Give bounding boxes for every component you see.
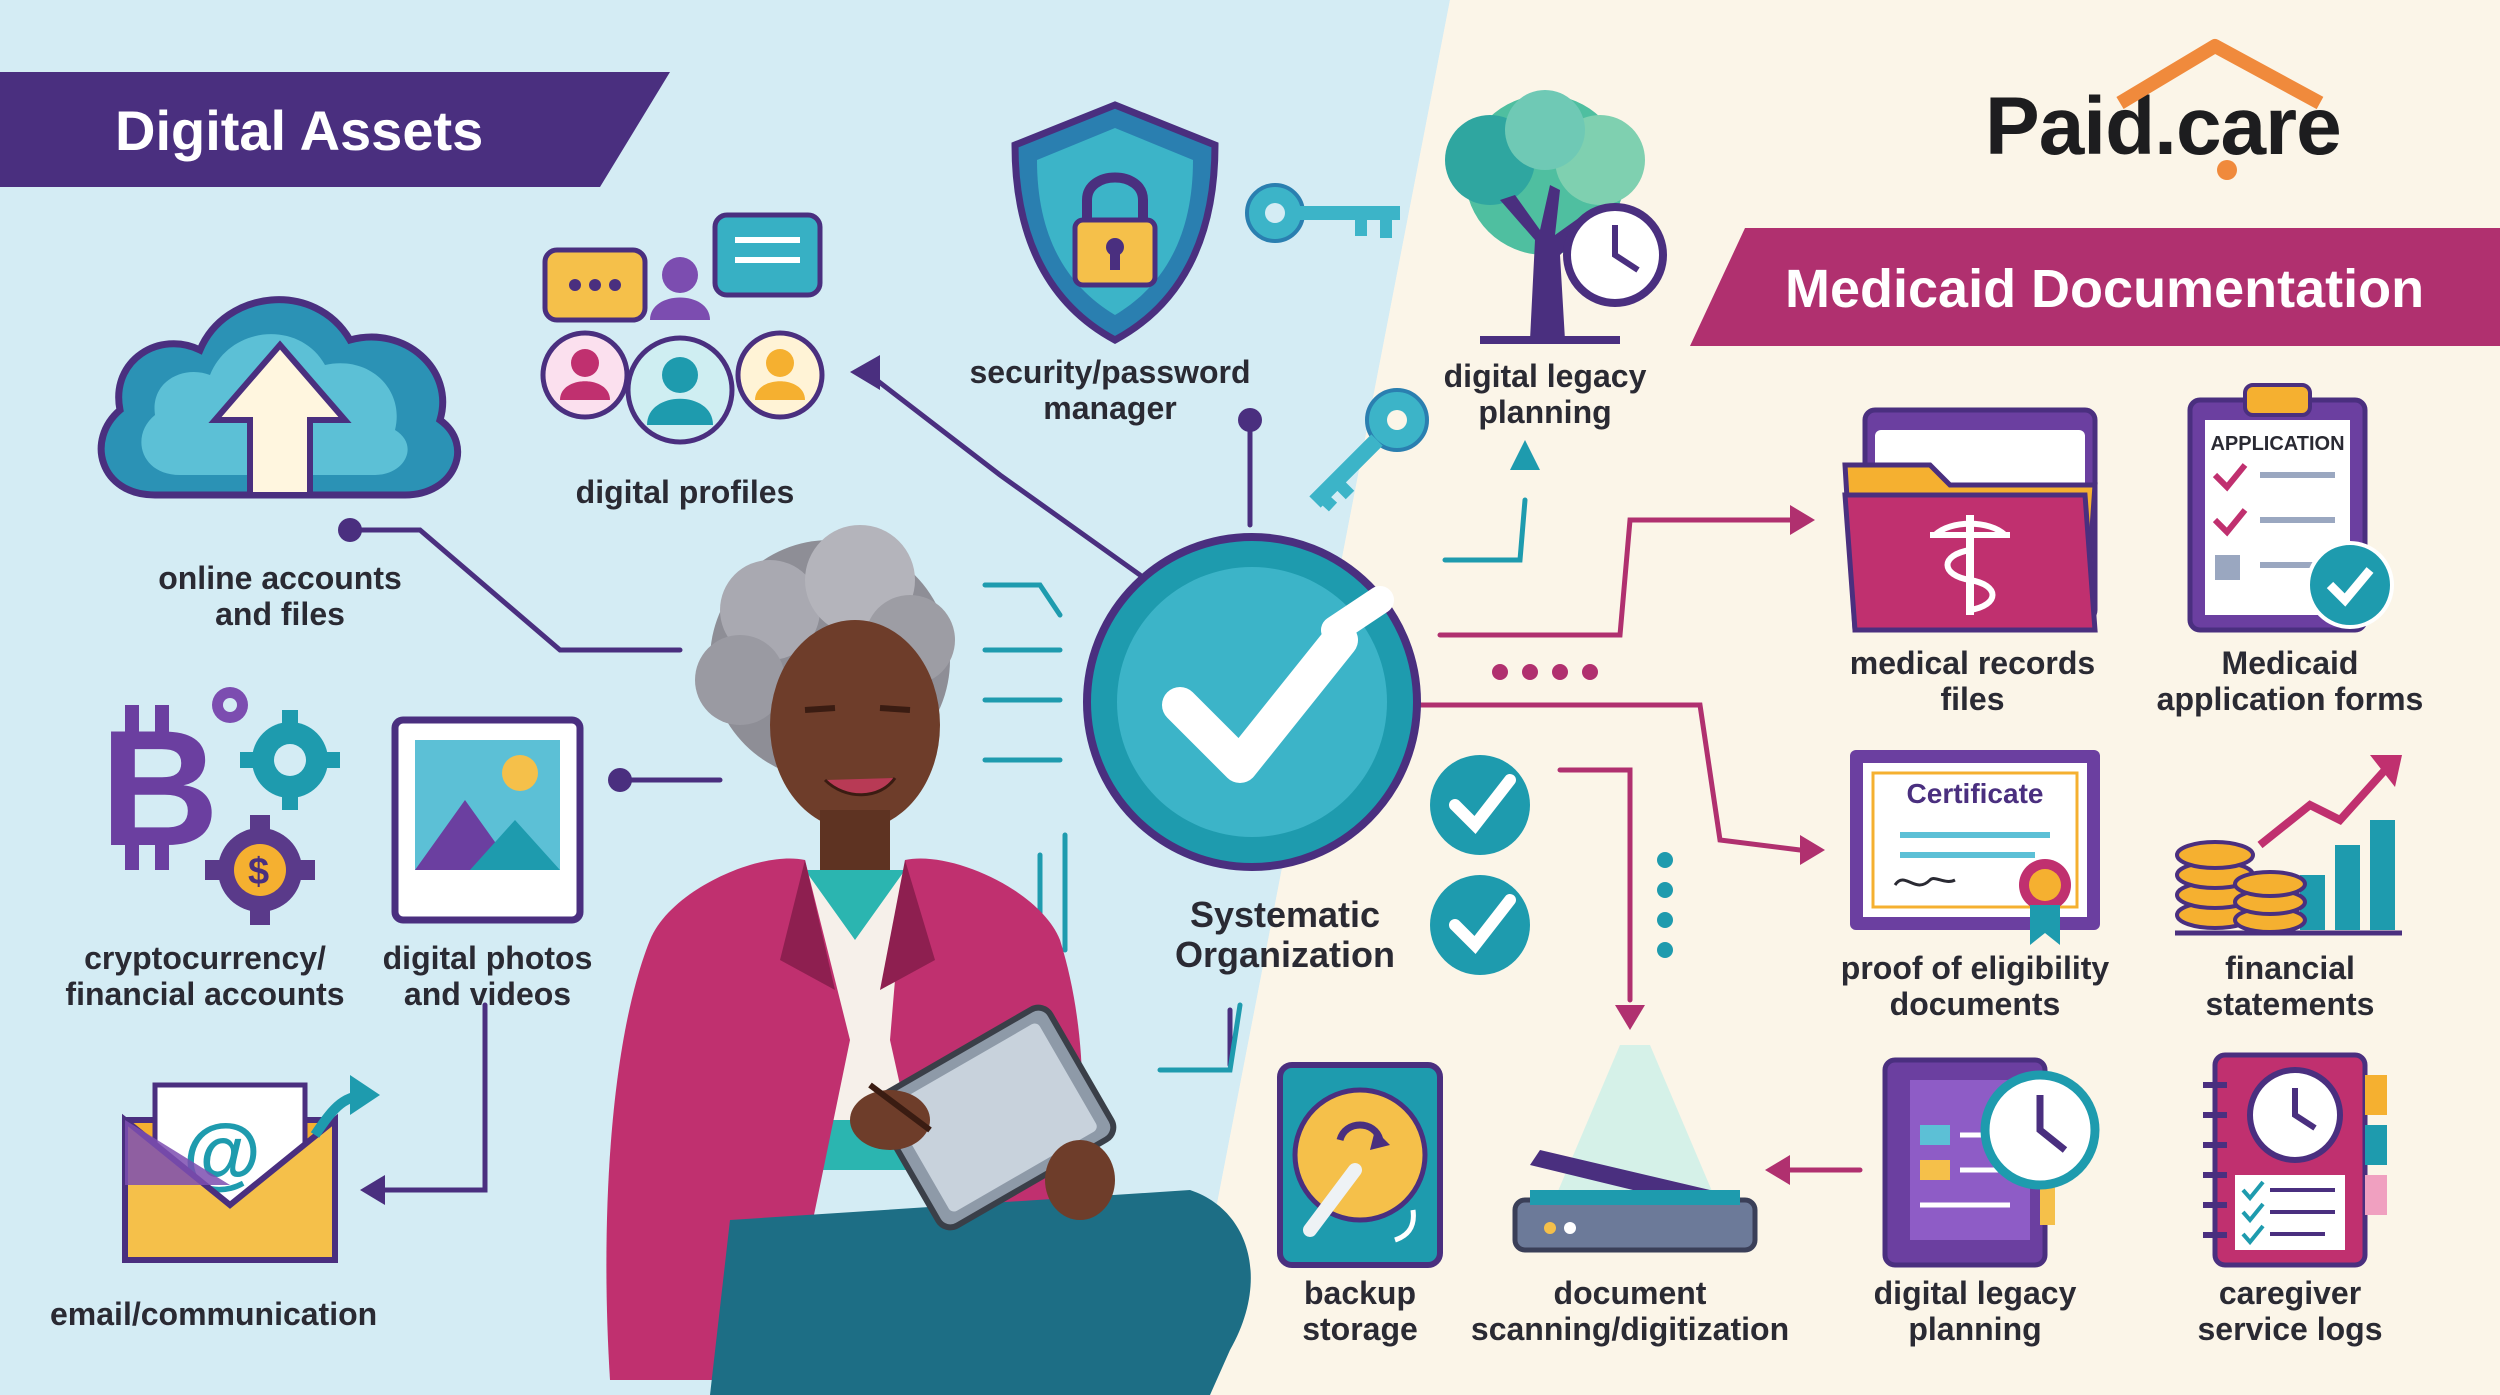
digital-assets-title: Digital Assets [115, 99, 484, 162]
tree-clock-icon [1445, 90, 1667, 344]
application-forms-line1: Medicaid [2221, 645, 2359, 681]
application-forms-line2: application forms [2156, 681, 2424, 717]
medical-records-label: medical records files [1840, 645, 2105, 717]
email-icon: @ [122, 1075, 380, 1263]
digital-legacy-top-line2: planning [1478, 394, 1612, 430]
photo-icon [391, 716, 584, 924]
medicaid-banner-shape [1690, 228, 2500, 346]
hard-drive-icon [1277, 1062, 1443, 1268]
svg-text:$: $ [248, 851, 269, 893]
online-accounts-line2: and files [215, 596, 345, 632]
digital-profiles-label: digital profiles [575, 474, 795, 510]
scanning-line2: scanning/digitization [1470, 1311, 1790, 1347]
crypto-label: cryptocurrency/ financial accounts [60, 940, 350, 1012]
backup-line1: backup [1303, 1275, 1417, 1311]
medical-folder-icon [1842, 407, 2098, 633]
brand-roof-icon [2116, 39, 2324, 110]
digital-legacy-top-line1: digital legacy [1443, 358, 1647, 394]
coins-chart-icon [2175, 755, 2402, 936]
systematic-organization-label: Systematic Organization [1160, 895, 1410, 975]
security-manager-label: security/password manager [960, 354, 1260, 426]
medical-records-line2: files [1940, 681, 2005, 717]
profiles-icon [540, 212, 825, 445]
caregiver-logs-label: caregiver service logs [2160, 1275, 2420, 1347]
online-accounts-label: online accounts and files [150, 560, 410, 632]
photos-line1: digital photos [382, 940, 593, 976]
medicaid-documentation-title: Medicaid Documentation [1785, 259, 2425, 319]
planner-clock-icon [2203, 1052, 2387, 1268]
small-check-icon-2 [1430, 875, 1530, 975]
online-accounts-line1: online accounts [158, 560, 402, 596]
eligibility-line2: documents [1889, 986, 2061, 1022]
digital-legacy-bottom-label: digital legacy planning [1840, 1275, 2110, 1347]
shield-lock-icon [1011, 101, 1219, 344]
central-check-icon [1083, 533, 1421, 871]
email-label: email/communication [50, 1296, 378, 1332]
cloud-upload-icon [97, 296, 461, 499]
backup-label: backup storage [1250, 1275, 1470, 1347]
financial-statements-line1: financial [2225, 950, 2355, 986]
backup-line2: storage [1302, 1311, 1418, 1347]
brand-dot-icon [2217, 160, 2237, 180]
digital-legacy-bottom-line2: planning [1908, 1311, 2042, 1347]
systematic-line1: Systematic [1189, 894, 1381, 935]
digital-assets-banner-shape [0, 72, 670, 187]
financial-statements-line2: statements [2205, 986, 2375, 1022]
scanning-line1: document [1553, 1275, 1707, 1311]
security-manager-line2: manager [1043, 390, 1177, 426]
small-check-icon-1 [1430, 755, 1530, 855]
medical-records-line1: medical records [1849, 645, 2096, 681]
eligibility-label: proof of eligibility documents [1825, 950, 2125, 1022]
eligibility-line1: proof of eligibility [1840, 950, 2110, 986]
scanner-icon [1512, 1045, 1758, 1253]
scanning-label: document scanning/digitization [1470, 1275, 1790, 1347]
systematic-line2: Organization [1174, 934, 1395, 975]
photos-line2: and videos [403, 976, 572, 1012]
application-forms-label: Medicaid application forms [2150, 645, 2430, 717]
digital-legacy-bottom-line1: digital legacy [1873, 1275, 2077, 1311]
crypto-line1: cryptocurrency/ [84, 940, 326, 976]
clipboard-icon [2187, 383, 2394, 633]
caregiver-logs-line2: service logs [2197, 1311, 2383, 1347]
woman-illustration [606, 525, 1251, 1395]
caregiver-logs-line1: caregiver [2218, 1275, 2362, 1311]
security-manager-line1: security/password [969, 354, 1251, 390]
photos-label: digital photos and videos [365, 940, 610, 1012]
crypto-line2: financial accounts [65, 976, 345, 1012]
notebook-clock-icon [1882, 1057, 2100, 1268]
clipboard-text: APPLICATION [2210, 433, 2345, 455]
key-icon-top [1245, 183, 1400, 243]
certificate-icon [1850, 750, 2100, 945]
key-icon-diagonal [1309, 388, 1429, 512]
certificate-text: Certificate [1906, 778, 2044, 809]
bitcoin-gears-icon: B $ [100, 687, 340, 925]
financial-statements-label: financial statements [2160, 950, 2420, 1022]
digital-legacy-top-label: digital legacy planning [1415, 358, 1675, 430]
